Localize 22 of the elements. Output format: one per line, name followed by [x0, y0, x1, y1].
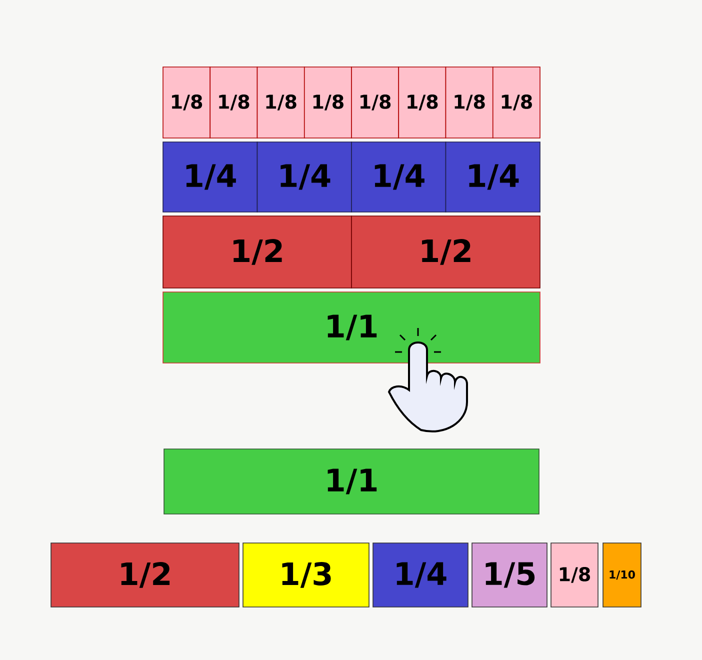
fraction-tile: 1/2 [351, 216, 540, 288]
fraction-tile: 1/5 [472, 542, 548, 608]
fraction-tile: 1/8 [492, 66, 540, 138]
fraction-tile: 1/1 [164, 448, 540, 514]
fraction-tile: 1/4 [372, 542, 468, 608]
fraction-tile: 1/8 [256, 66, 305, 138]
fraction-tile: 1/4 [256, 142, 352, 212]
fraction-tile: 1/4 [351, 142, 446, 212]
fraction-tile: 1/8 [351, 66, 400, 138]
fraction-tile: 1/8 [550, 542, 598, 608]
fraction-tile: 1/8 [210, 66, 258, 138]
fraction-tile: 1/8 [398, 66, 446, 138]
fraction-tile: 1/8 [445, 66, 494, 138]
fraction-tile: 1/4 [162, 142, 258, 212]
fraction-tile: 1/1 [162, 292, 540, 364]
fraction-tile: 1/10 [602, 542, 642, 608]
fraction-tile: 1/2 [50, 542, 240, 608]
fraction-tile: 1/2 [162, 216, 352, 288]
fraction-tile: 1/8 [304, 66, 352, 138]
fraction-tile: 1/3 [242, 542, 370, 608]
fraction-tile: 1/4 [445, 142, 540, 212]
fraction-tile: 1/8 [162, 66, 211, 138]
